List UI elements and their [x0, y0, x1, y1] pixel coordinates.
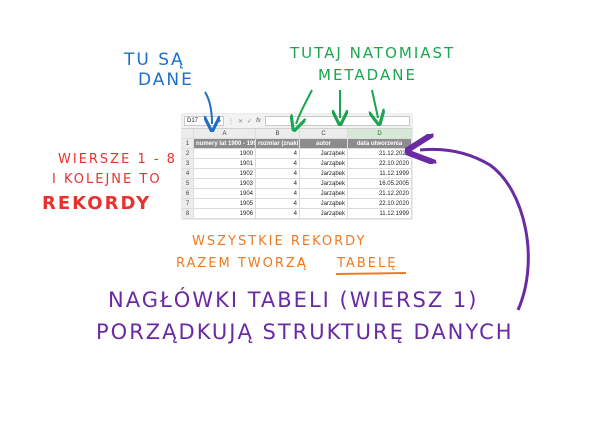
table-cell[interactable]: Jarząbek: [300, 189, 348, 199]
arrow-headers-curve: [420, 149, 530, 311]
row-header[interactable]: 8: [182, 209, 194, 219]
spreadsheet-window: D17 ▾ ⋮ ✕ ✓ fx A B C D 1 numery lat 1900…: [182, 114, 412, 219]
annotation-metadata-line1: TUTAJ NATOMIAST: [290, 44, 456, 62]
table-cell[interactable]: 4: [256, 169, 300, 179]
table-cell[interactable]: 4: [256, 159, 300, 169]
row-header[interactable]: 2: [182, 149, 194, 159]
table-cell[interactable]: 11.12.1999: [348, 209, 412, 219]
arrow-to-metadata-d: [372, 89, 378, 118]
row-header[interactable]: 3: [182, 159, 194, 169]
table-cell[interactable]: 1902: [194, 169, 256, 179]
column-header-a[interactable]: A: [194, 129, 256, 139]
table-header-cell[interactable]: rozmiar (znaki): [256, 139, 300, 149]
spreadsheet-grid: A B C D 1 numery lat 1900 - 1990 rozmiar…: [182, 129, 412, 219]
annotation-table-word: TABELĘ: [337, 256, 398, 271]
table-cell[interactable]: 16.05.2005: [348, 179, 412, 189]
annotation-records: REKORDY: [42, 193, 152, 214]
table-cell[interactable]: 1901: [194, 159, 256, 169]
table-header-cell[interactable]: autor: [300, 139, 348, 149]
annotation-metadata-line2: METADANE: [318, 66, 417, 84]
table-cell[interactable]: Jarząbek: [300, 209, 348, 219]
table-cell[interactable]: 4: [256, 189, 300, 199]
table-cell[interactable]: Jarząbek: [300, 159, 348, 169]
corner-select-all[interactable]: [182, 129, 194, 139]
annotation-rows-line2: I KOLEJNE TO: [52, 172, 162, 187]
function-icon[interactable]: fx: [256, 118, 261, 124]
table-cell[interactable]: 21.12.2020: [348, 189, 412, 199]
table-cell[interactable]: 1906: [194, 209, 256, 219]
row-header[interactable]: 5: [182, 179, 194, 189]
table-cell[interactable]: 1904: [194, 189, 256, 199]
table-cell[interactable]: 4: [256, 179, 300, 189]
annotation-rows-line1: WIERSZE 1 - 8: [58, 152, 177, 167]
table-cell[interactable]: 22.10.2020: [348, 199, 412, 209]
table-cell[interactable]: 4: [256, 199, 300, 209]
annotation-data-line2: DANE: [138, 70, 194, 90]
annotation-all-records-line1: WSZYSTKIE REKORDY: [192, 234, 367, 249]
annotation-headers-line1: NAGŁÓWKI TABELI (WIERSZ 1): [108, 288, 479, 312]
more-options-icon[interactable]: ⋮: [228, 118, 234, 125]
table-cell[interactable]: 1900: [194, 149, 256, 159]
table-cell[interactable]: 4: [256, 149, 300, 159]
row-header[interactable]: 6: [182, 189, 194, 199]
table-header-cell[interactable]: numery lat 1900 - 1990: [194, 139, 256, 149]
table-cell[interactable]: 11.12.1999: [348, 169, 412, 179]
cancel-icon[interactable]: ✕: [238, 118, 244, 125]
arrow-to-data: [205, 91, 212, 124]
confirm-icon[interactable]: ✓: [247, 118, 253, 125]
table-cell[interactable]: Jarząbek: [300, 149, 348, 159]
arrow-to-metadata-b: [296, 89, 313, 124]
annotation-data-line1: TU SĄ: [124, 50, 185, 70]
table-cell[interactable]: 1905: [194, 199, 256, 209]
row-header[interactable]: 7: [182, 199, 194, 209]
annotation-headers-line2: PORZĄDKUJĄ STRUKTURĘ DANYCH: [96, 320, 514, 344]
row-header[interactable]: 4: [182, 169, 194, 179]
annotation-all-records-line2: RAZEM TWORZĄ: [176, 256, 308, 271]
row-header[interactable]: 1: [182, 139, 194, 149]
table-cell[interactable]: 4: [256, 209, 300, 219]
table-cell[interactable]: Jarząbek: [300, 179, 348, 189]
underline-table-word: [335, 272, 407, 275]
table-cell[interactable]: Jarząbek: [300, 169, 348, 179]
column-header-c[interactable]: C: [300, 129, 348, 139]
name-box-value: D17: [187, 118, 199, 124]
table-cell[interactable]: 1903: [194, 179, 256, 189]
table-cell[interactable]: Jarząbek: [300, 199, 348, 209]
